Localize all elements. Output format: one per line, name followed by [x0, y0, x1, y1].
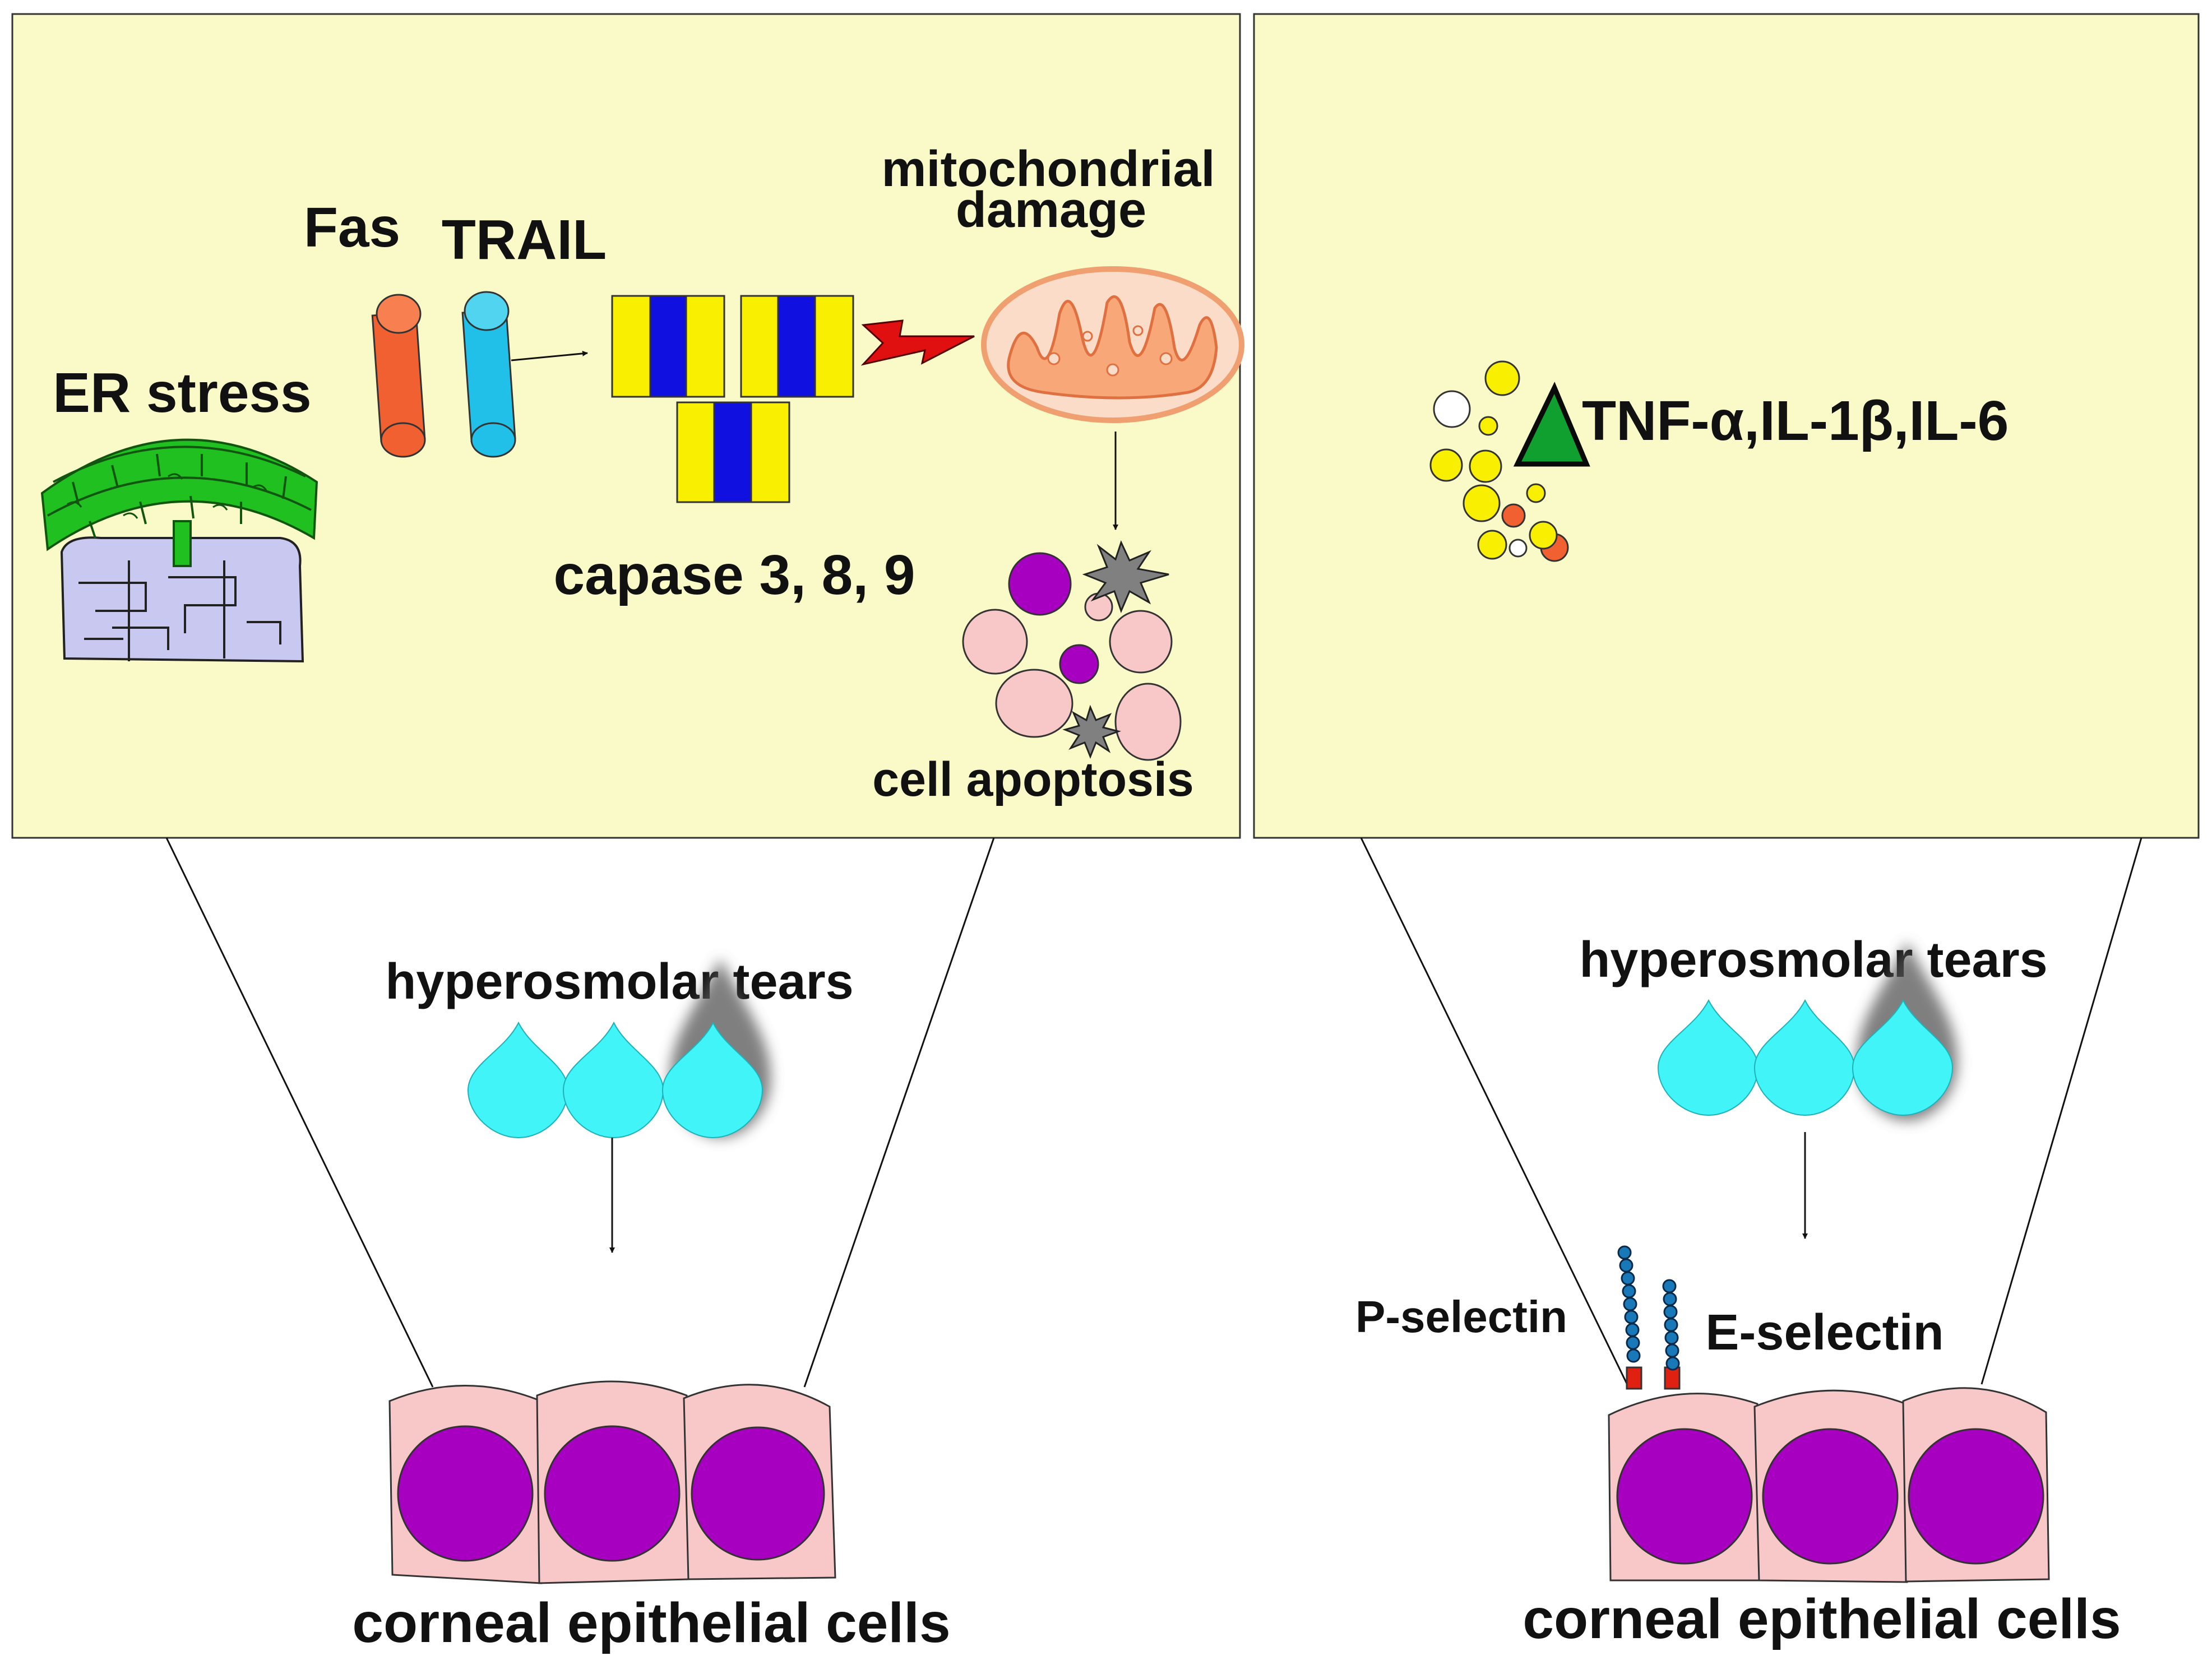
nucleus	[397, 1425, 534, 1562]
apoptotic-cells-icon	[962, 540, 1182, 761]
nucleus	[544, 1425, 681, 1562]
left-epithelial-cells	[388, 1380, 836, 1584]
trail-receptor-icon	[461, 291, 516, 458]
p-selectin-label: P-selectin	[1355, 1292, 1567, 1342]
right-tear-drops	[1657, 942, 1958, 1121]
nucleus	[1616, 1428, 1753, 1565]
tear-drop-icon-1	[1657, 999, 1759, 1116]
er-stress-label: ER stress	[53, 361, 311, 424]
e-selectin-icon	[1662, 1279, 1681, 1390]
trail-label: TRAIL	[442, 208, 607, 271]
right-tears-label: hyperosmolar tears	[1579, 932, 2047, 988]
caspase-block-1	[611, 295, 725, 398]
mitochondrion-icon	[981, 266, 1244, 423]
left-funnel-line-left	[165, 837, 434, 1388]
right-panel	[1253, 13, 2200, 839]
caspase-block-2	[740, 295, 854, 398]
lightning-bolt-icon	[860, 319, 975, 366]
mito-label-line2: damage	[956, 182, 1146, 238]
nucleus	[691, 1426, 825, 1561]
tear-drop-icon-2	[562, 1021, 664, 1139]
apoptosis-label: cell apoptosis	[872, 753, 1194, 806]
right-funnel-line-right	[1980, 837, 2142, 1385]
left-tear-drops	[467, 958, 771, 1139]
cytokine-particles-icon	[1429, 360, 1569, 562]
receptor-to-caspase-arrow	[511, 350, 588, 361]
debris-burst-icon-2	[1062, 704, 1122, 759]
left-cells-label: corneal epithelial cells	[352, 1592, 950, 1654]
left-funnel-line-right	[803, 837, 995, 1388]
caspase-block-3	[676, 401, 790, 503]
left-tears-label: hyperosmolar tears	[385, 954, 853, 1010]
fas-label: Fas	[304, 196, 400, 259]
tear-drop-icon-1	[467, 1021, 569, 1139]
cytokines-label: TNF-α,IL-1β,IL-6	[1582, 389, 2009, 452]
right-epithelial-cells	[1608, 1387, 2050, 1583]
mito-label-line1: mitochondrial	[881, 141, 1215, 197]
increase-triangle-icon	[1513, 382, 1590, 467]
caspase-label: capase 3, 8, 9	[554, 544, 915, 606]
er-icon	[40, 438, 318, 663]
nucleus	[1762, 1428, 1899, 1565]
right-funnel-line-left	[1360, 837, 1630, 1388]
tear-drop-icon-2	[1753, 999, 1855, 1116]
p-selectin-icon	[1617, 1245, 1642, 1390]
fas-receptor-icon	[371, 294, 426, 458]
debris-burst-icon-1	[1082, 540, 1169, 614]
right-cells-label: corneal epithelial cells	[1523, 1588, 2121, 1650]
tear-drop-icon-3	[661, 1021, 763, 1139]
nucleus	[1908, 1428, 2044, 1565]
e-selectin-label: E-selectin	[1705, 1305, 1943, 1361]
tear-drop-icon-3	[1852, 999, 1954, 1116]
